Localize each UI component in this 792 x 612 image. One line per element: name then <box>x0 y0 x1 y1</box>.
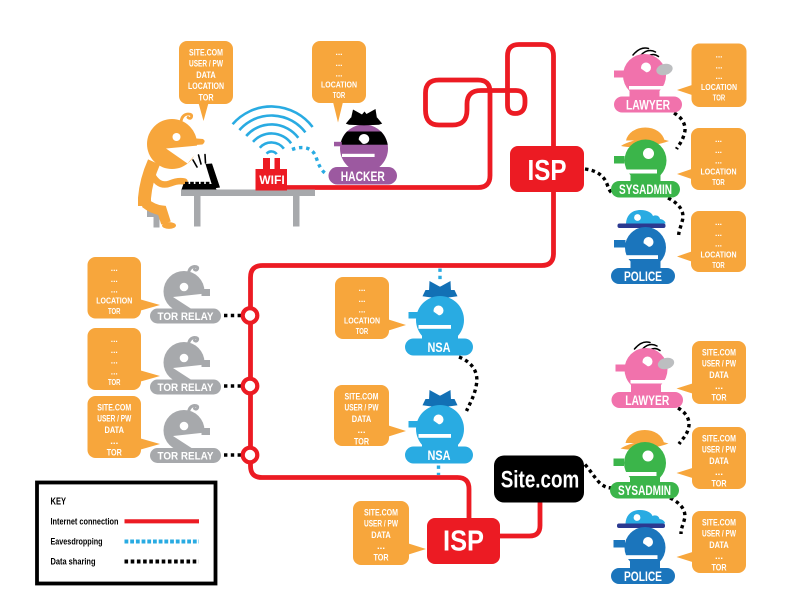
svg-text:SITE.COM: SITE.COM <box>97 403 131 413</box>
svg-text:...: ... <box>111 275 118 284</box>
svg-text:SITE.COM: SITE.COM <box>189 48 223 58</box>
svg-text:...: ... <box>715 240 722 249</box>
svg-text:LOCATION: LOCATION <box>96 296 132 305</box>
svg-text:DATA: DATA <box>371 530 391 540</box>
svg-text:DATA: DATA <box>709 370 729 380</box>
svg-text:DATA: DATA <box>196 70 216 80</box>
svg-text:USER / PW: USER / PW <box>189 59 223 69</box>
svg-text:...: ... <box>715 135 722 144</box>
svg-text:...: ... <box>715 229 722 238</box>
svg-text:ISP: ISP <box>443 526 484 558</box>
svg-text:HACKER: HACKER <box>341 168 385 184</box>
svg-text:...: ... <box>715 551 723 561</box>
svg-text:Internet connection: Internet connection <box>51 517 119 528</box>
svg-text:ISP: ISP <box>528 155 567 187</box>
svg-text:SYSADMIN: SYSADMIN <box>618 483 671 498</box>
svg-text:...: ... <box>358 425 366 435</box>
svg-text:DATA: DATA <box>105 425 125 435</box>
svg-text:TOR: TOR <box>107 447 122 457</box>
svg-text:SITE.COM: SITE.COM <box>702 348 736 358</box>
svg-text:KEY: KEY <box>51 496 67 508</box>
svg-text:...: ... <box>716 51 723 60</box>
svg-text:TOR: TOR <box>713 94 726 103</box>
svg-text:...: ... <box>111 357 118 366</box>
svg-text:...: ... <box>111 335 118 344</box>
svg-text:TOR: TOR <box>712 392 727 402</box>
svg-text:...: ... <box>336 59 343 68</box>
svg-text:TOR RELAY: TOR RELAY <box>158 311 215 323</box>
svg-text:...: ... <box>111 346 118 355</box>
svg-text:LAWYER: LAWYER <box>625 393 669 408</box>
svg-text:USER / PW: USER / PW <box>345 403 379 413</box>
svg-text:WIFI: WIFI <box>259 173 285 187</box>
svg-text:TOR RELAY: TOR RELAY <box>158 382 215 394</box>
svg-text:...: ... <box>359 306 366 315</box>
svg-text:...: ... <box>716 61 723 70</box>
svg-text:LAWYER: LAWYER <box>626 97 670 112</box>
svg-text:...: ... <box>715 157 722 166</box>
svg-text:TOR: TOR <box>712 478 727 488</box>
svg-text:SYSADMIN: SYSADMIN <box>619 182 672 197</box>
svg-text:TOR: TOR <box>712 261 725 270</box>
svg-text:POLICE: POLICE <box>624 269 662 284</box>
svg-text:USER / PW: USER / PW <box>364 519 398 529</box>
svg-text:TOR: TOR <box>108 307 121 316</box>
svg-text:...: ... <box>111 367 118 376</box>
svg-text:NSA: NSA <box>428 339 451 355</box>
svg-text:USER / PW: USER / PW <box>702 359 736 369</box>
svg-text:SITE.COM: SITE.COM <box>345 392 379 402</box>
svg-text:TOR: TOR <box>374 552 389 562</box>
svg-text:Eavesdropping: Eavesdropping <box>51 537 103 548</box>
svg-text:SITE.COM: SITE.COM <box>702 518 736 528</box>
svg-text:LOCATION: LOCATION <box>701 250 737 259</box>
svg-text:LOCATION: LOCATION <box>701 83 737 92</box>
svg-text:...: ... <box>716 72 723 81</box>
svg-text:USER / PW: USER / PW <box>97 414 131 424</box>
svg-text:Site.com: Site.com <box>501 467 580 494</box>
svg-text:TOR RELAY: TOR RELAY <box>158 450 215 462</box>
svg-text:...: ... <box>359 295 366 304</box>
svg-text:USER / PW: USER / PW <box>702 445 736 455</box>
svg-text:...: ... <box>715 381 723 391</box>
svg-text:...: ... <box>715 467 723 477</box>
svg-text:...: ... <box>377 541 385 551</box>
svg-text:...: ... <box>336 70 343 79</box>
svg-text:SITE.COM: SITE.COM <box>364 508 398 518</box>
svg-text:USER / PW: USER / PW <box>702 529 736 539</box>
svg-text:...: ... <box>111 286 118 295</box>
svg-text:...: ... <box>336 48 343 57</box>
svg-text:...: ... <box>110 436 118 446</box>
svg-text:TOR: TOR <box>712 562 727 572</box>
svg-text:TOR: TOR <box>356 327 369 336</box>
svg-text:TOR: TOR <box>712 178 725 187</box>
svg-text:TOR: TOR <box>333 91 346 100</box>
svg-text:LOCATION: LOCATION <box>188 81 224 91</box>
svg-text:DATA: DATA <box>709 456 729 466</box>
svg-text:Data sharing: Data sharing <box>51 557 96 568</box>
svg-text:...: ... <box>715 146 722 155</box>
svg-text:LOCATION: LOCATION <box>321 80 357 89</box>
svg-text:NSA: NSA <box>428 447 451 463</box>
svg-text:...: ... <box>111 264 118 273</box>
svg-text:DATA: DATA <box>352 414 372 424</box>
svg-text:...: ... <box>715 218 722 227</box>
svg-text:TOR: TOR <box>199 92 214 102</box>
svg-text:POLICE: POLICE <box>624 569 662 584</box>
svg-text:LOCATION: LOCATION <box>344 316 380 325</box>
svg-text:TOR: TOR <box>354 436 369 446</box>
svg-text:TOR: TOR <box>108 378 121 387</box>
svg-text:LOCATION: LOCATION <box>701 167 737 176</box>
svg-text:SITE.COM: SITE.COM <box>702 434 736 444</box>
svg-text:...: ... <box>359 284 366 293</box>
svg-text:DATA: DATA <box>709 540 729 550</box>
